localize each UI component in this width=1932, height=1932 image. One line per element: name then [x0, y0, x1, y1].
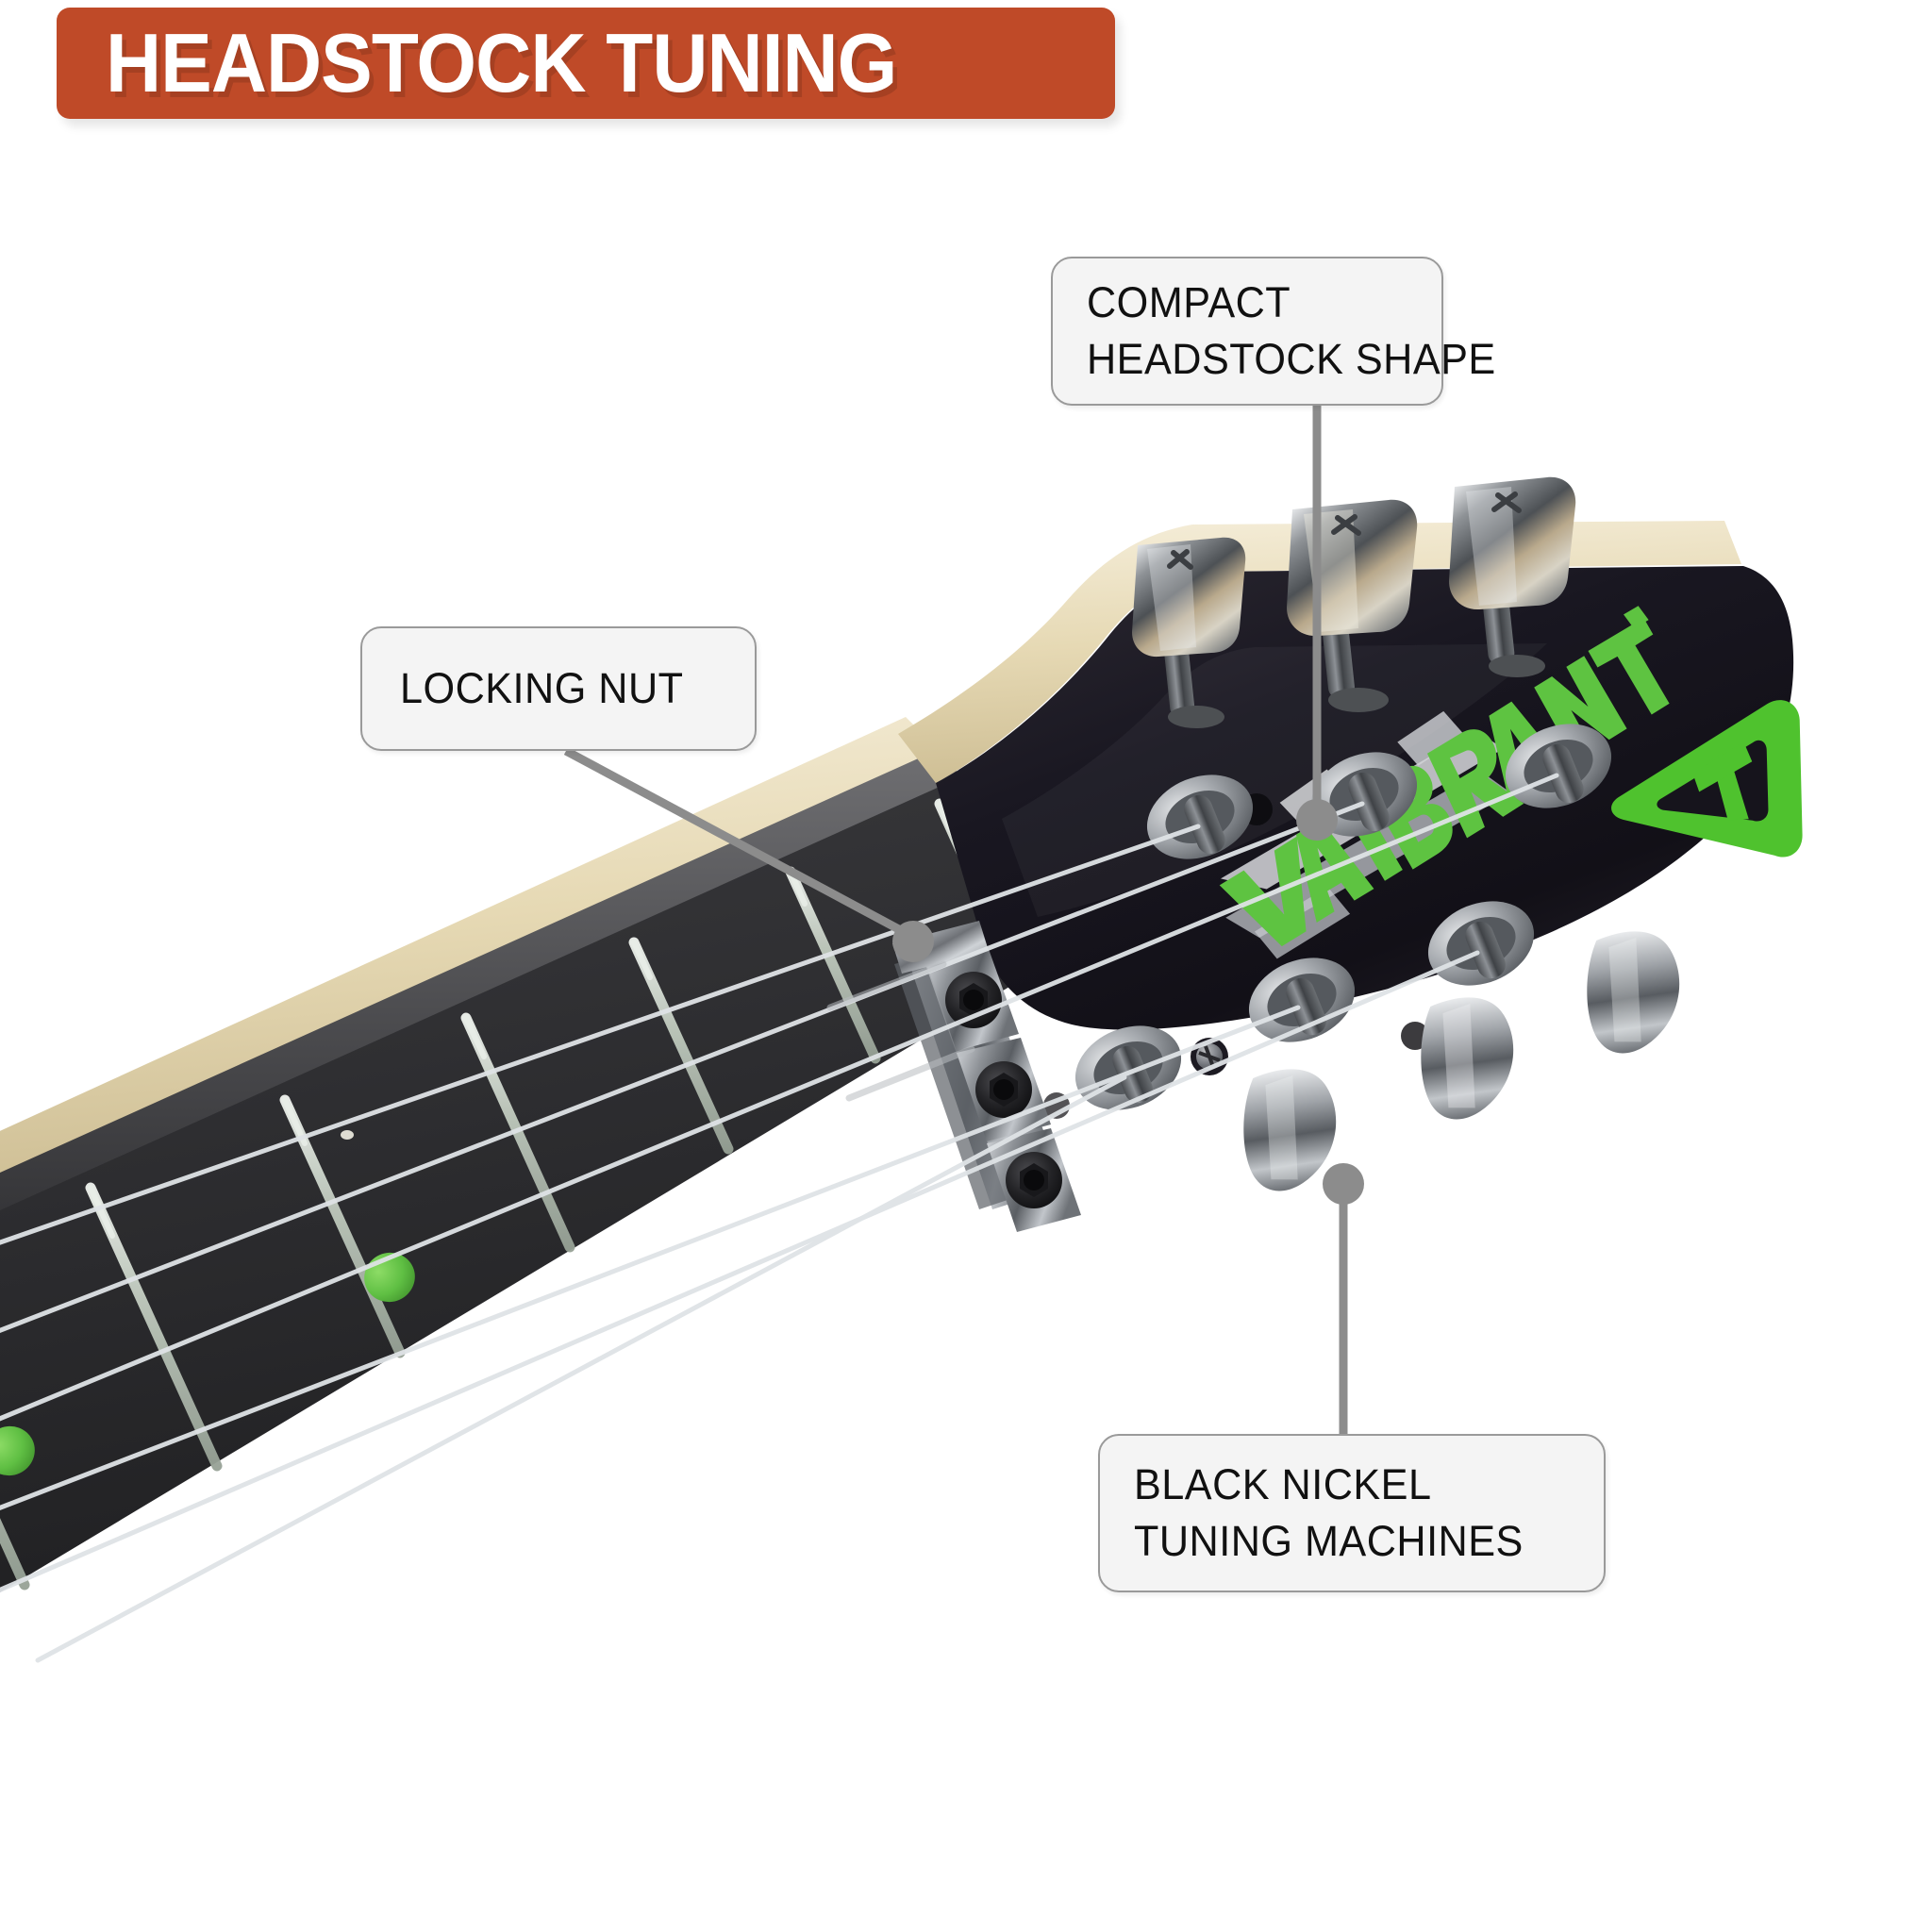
tuner-bushing-1 [1146, 774, 1254, 859]
callout-line: TUNING MACHINES [1134, 1517, 1524, 1565]
tuner-machine-1 [1132, 537, 1246, 728]
title-banner: HEADSTOCK TUNING [57, 8, 1115, 119]
leader-black-nickel-tuning-machines [1323, 1163, 1364, 1434]
locking-nut [892, 921, 1081, 1232]
callout-line: BLACK NICKEL [1134, 1460, 1432, 1508]
callout-compact-headstock-shape[interactable]: COMPACT HEADSTOCK SHAPE [1051, 257, 1496, 406]
tuner-machine-3 [1449, 476, 1576, 677]
leader-compact-headstock-shape [1296, 406, 1338, 841]
callout-line: COMPACT [1087, 278, 1291, 326]
leader-locking-nut [563, 747, 934, 962]
callout-locking-nut[interactable]: LOCKING NUT [360, 626, 757, 751]
callout-black-nickel-tuning-machines[interactable]: BLACK NICKEL TUNING MACHINES [1098, 1434, 1606, 1592]
tuner-machine-4 [1248, 958, 1514, 1120]
callout-line: HEADSTOCK SHAPE [1087, 335, 1496, 383]
page-title: HEADSTOCK TUNING [106, 16, 897, 109]
callout-line: LOCKING NUT [400, 664, 684, 712]
